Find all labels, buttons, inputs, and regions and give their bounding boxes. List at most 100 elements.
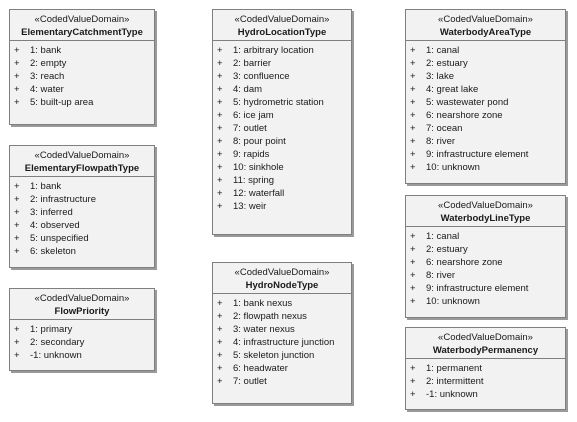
- attribute-row[interactable]: +6: nearshore zone: [406, 256, 565, 269]
- attribute-label: 1: bank: [30, 45, 62, 56]
- class-name: WaterbodyLineType: [440, 213, 531, 224]
- attribute-row[interactable]: +10: unknown: [406, 295, 565, 308]
- attribute-row[interactable]: +6: nearshore zone: [406, 109, 565, 122]
- attribute-row[interactable]: +2: barrier: [213, 57, 351, 70]
- attribute-row[interactable]: +1: bank: [10, 44, 154, 57]
- class-header: «CodedValueDomain»ElementaryFlowpathType: [10, 146, 154, 177]
- public-visibility-marker: +: [14, 71, 20, 82]
- attribute-label: 1: bank: [30, 181, 62, 192]
- public-visibility-marker: +: [410, 257, 416, 268]
- public-visibility-marker: +: [410, 376, 416, 387]
- attribute-row[interactable]: +4: water: [10, 83, 154, 96]
- attribute-label: 2: barrier: [233, 58, 272, 69]
- public-visibility-marker: +: [217, 123, 223, 134]
- attribute-row[interactable]: +8: pour point: [213, 135, 351, 148]
- attribute-row[interactable]: +2: estuary: [406, 243, 565, 256]
- attribute-row[interactable]: +12: waterfall: [213, 187, 351, 200]
- public-visibility-marker: +: [410, 270, 416, 281]
- attribute-row[interactable]: +6: headwater: [213, 362, 351, 375]
- attribute-label: 6: nearshore zone: [426, 257, 503, 268]
- attribute-row[interactable]: +4: observed: [10, 219, 154, 232]
- attribute-row[interactable]: +2: empty: [10, 57, 154, 70]
- attribute-row[interactable]: +7: ocean: [406, 122, 565, 135]
- class-name: HydroLocationType: [237, 27, 327, 38]
- attribute-row[interactable]: +1: primary: [10, 323, 154, 336]
- attribute-row[interactable]: +8: river: [406, 135, 565, 148]
- attribute-label: 5: wastewater pond: [426, 97, 509, 108]
- class-box[interactable]: «CodedValueDomain»WaterbodyPermanency+1:…: [405, 327, 566, 410]
- public-visibility-marker: +: [14, 350, 20, 361]
- attribute-row[interactable]: +1: bank nexus: [213, 297, 351, 310]
- public-visibility-marker: +: [410, 136, 416, 147]
- attribute-row[interactable]: +3: reach: [10, 70, 154, 83]
- class-header: «CodedValueDomain»HydroLocationType: [213, 10, 351, 41]
- attribute-row[interactable]: +1: permanent: [406, 362, 565, 375]
- attribute-label: 7: outlet: [233, 376, 267, 387]
- attribute-list: +1: bank+2: empty+3: reach+4: water+5: b…: [10, 41, 154, 109]
- attribute-row[interactable]: +6: skeleton: [10, 245, 154, 258]
- attribute-row[interactable]: +4: dam: [213, 83, 351, 96]
- attribute-row[interactable]: +2: infrastructure: [10, 193, 154, 206]
- class-box[interactable]: «CodedValueDomain»ElementaryFlowpathType…: [9, 145, 155, 268]
- attribute-row[interactable]: +10: unknown: [406, 161, 565, 174]
- public-visibility-marker: +: [14, 58, 20, 69]
- class-box[interactable]: «CodedValueDomain» WaterbodyLineType +1: c…: [405, 195, 566, 318]
- attribute-row[interactable]: +4: great lake: [406, 83, 565, 96]
- attribute-row[interactable]: +3: water nexus: [213, 323, 351, 336]
- attribute-row[interactable]: +5: unspecified: [10, 232, 154, 245]
- attribute-row[interactable]: +7: outlet: [213, 122, 351, 135]
- attribute-row[interactable]: +2: secondary: [10, 336, 154, 349]
- attribute-label: 10: unknown: [426, 296, 480, 307]
- attribute-row[interactable]: +1: canal: [406, 44, 565, 57]
- attribute-row[interactable]: +2: intermittent: [406, 375, 565, 388]
- attribute-row[interactable]: +7: outlet: [213, 375, 351, 388]
- class-stereotype: «CodedValueDomain»: [438, 200, 533, 211]
- attribute-label: 6: nearshore zone: [426, 110, 503, 121]
- attribute-row[interactable]: +1: arbitrary location: [213, 44, 351, 57]
- attribute-row[interactable]: +5: built-up area: [10, 96, 154, 109]
- attribute-label: 7: ocean: [426, 123, 463, 134]
- attribute-row[interactable]: +9: infrastructure element: [406, 148, 565, 161]
- attribute-label: 6: skeleton: [30, 246, 76, 257]
- public-visibility-marker: +: [217, 363, 223, 374]
- class-box[interactable]: «CodedValueDomain»WaterbodyAreaType+1: c…: [405, 9, 566, 184]
- attribute-row[interactable]: +6: ice jam: [213, 109, 351, 122]
- attribute-row[interactable]: +4: infrastructure junction: [213, 336, 351, 349]
- class-box[interactable]: «CodedValueDomain»HydroNodeType+1: bank …: [212, 262, 352, 404]
- attribute-row[interactable]: +5: wastewater pond: [406, 96, 565, 109]
- public-visibility-marker: +: [217, 175, 223, 186]
- public-visibility-marker: +: [14, 181, 20, 192]
- public-visibility-marker: +: [217, 376, 223, 387]
- class-box[interactable]: «CodedValueDomain»FlowPriority+1: primar…: [9, 288, 155, 371]
- attribute-row[interactable]: +-1: unknown: [10, 349, 154, 362]
- attribute-label: 2: intermittent: [426, 376, 484, 387]
- attribute-label: 2: flowpath nexus: [233, 311, 307, 322]
- attribute-list: +1: primary+2: secondary+-1: unknown: [10, 320, 154, 362]
- attribute-list: +1: permanent+2: intermittent+-1: unknow…: [406, 359, 565, 401]
- attribute-row[interactable]: +2: estuary: [406, 57, 565, 70]
- attribute-row[interactable]: +3: lake: [406, 70, 565, 83]
- class-box[interactable]: «CodedValueDomain»ElementaryCatchmentTyp…: [9, 9, 155, 125]
- public-visibility-marker: +: [14, 97, 20, 108]
- attribute-label: 13: weir: [233, 201, 267, 212]
- public-visibility-marker: +: [410, 244, 416, 255]
- attribute-label: 9: rapids: [233, 149, 270, 160]
- attribute-row[interactable]: +5: hydrometric station: [213, 96, 351, 109]
- attribute-row[interactable]: +3: confluence: [213, 70, 351, 83]
- attribute-row[interactable]: +9: infrastructure element: [406, 282, 565, 295]
- attribute-row[interactable]: +9: rapids: [213, 148, 351, 161]
- attribute-row[interactable]: +5: skeleton junction: [213, 349, 351, 362]
- attribute-row[interactable]: +11: spring: [213, 174, 351, 187]
- attribute-row[interactable]: +1: canal: [406, 230, 565, 243]
- public-visibility-marker: +: [217, 201, 223, 212]
- attribute-row[interactable]: +-1: unknown: [406, 388, 565, 401]
- attribute-row[interactable]: +8: river: [406, 269, 565, 282]
- attribute-list: +1: canal+2: estuary+3: lake+4: great la…: [406, 41, 565, 174]
- class-box[interactable]: «CodedValueDomain»HydroLocationType +1: a…: [212, 9, 352, 235]
- attribute-row[interactable]: +13: weir: [213, 200, 351, 213]
- attribute-row[interactable]: +1: bank: [10, 180, 154, 193]
- attribute-row[interactable]: +2: flowpath nexus: [213, 310, 351, 323]
- attribute-row[interactable]: +3: inferred: [10, 206, 154, 219]
- attribute-row[interactable]: +10: sinkhole: [213, 161, 351, 174]
- attribute-label: 8: river: [426, 270, 456, 281]
